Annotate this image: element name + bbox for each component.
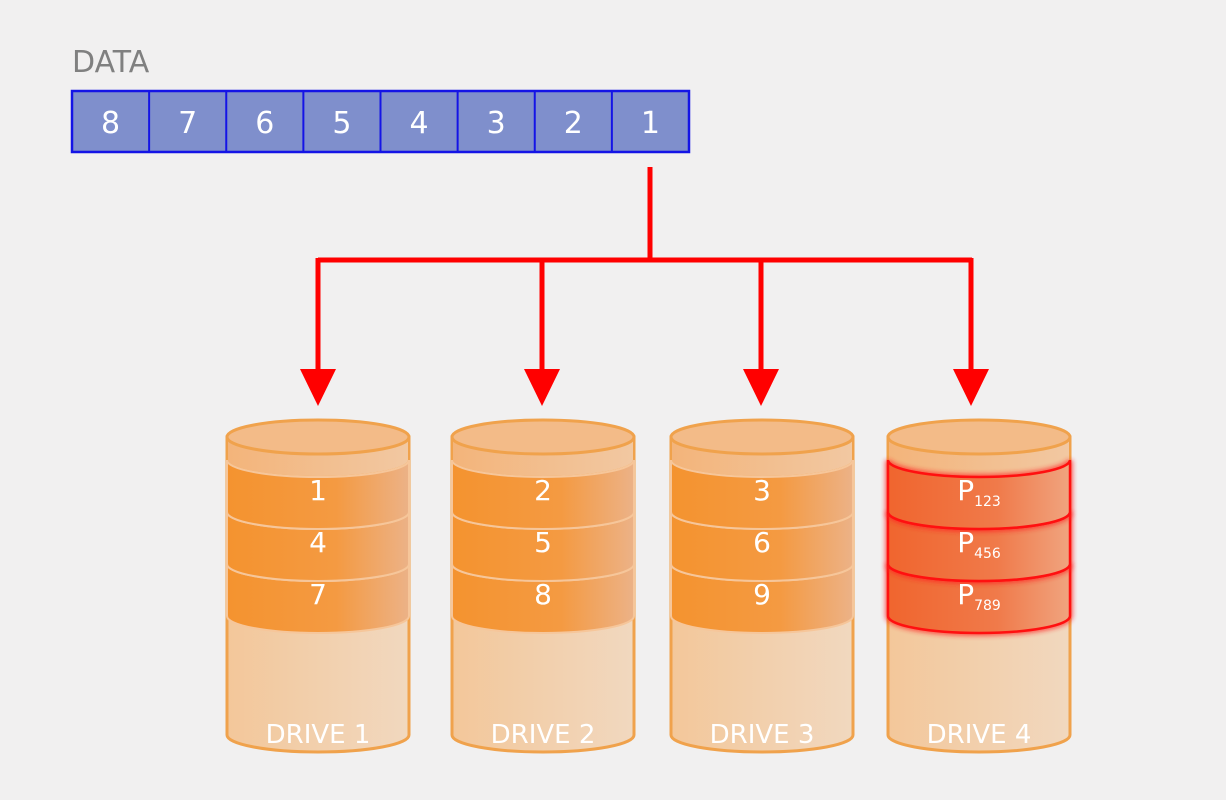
parity-subscript: 789 [974,598,1001,614]
drive-label: DRIVE 4 [927,720,1032,750]
block-value: P [957,578,974,611]
data-cell: 2 [564,106,583,141]
data-cell: 5 [332,106,351,141]
data-block [670,459,854,530]
drive-top [669,418,855,456]
parity-subscript: 456 [974,546,1001,562]
drive-top [886,418,1072,456]
parity-block [886,459,1072,531]
data-cell: 8 [101,106,120,141]
block-value: 6 [753,526,771,559]
block-label: 7 [309,578,327,611]
data-cell: 7 [178,106,197,141]
drive-label: DRIVE 1 [266,720,371,750]
data-block [451,459,635,530]
block-value: 7 [309,578,327,611]
parity-subscript: 123 [974,494,1001,510]
block-value: 2 [534,474,552,507]
arrow-head-4 [953,369,989,406]
block-value: 8 [534,578,552,611]
drive-top [450,418,636,456]
block-label: 5 [534,526,552,559]
block-value: P [957,474,974,507]
block-value: 3 [753,474,771,507]
drive-label: DRIVE 2 [491,720,596,750]
arrow-head-1 [300,369,336,406]
data-cell: 6 [255,106,274,141]
block-label: 9 [753,578,771,611]
block-value: 9 [753,578,771,611]
drive-label: DRIVE 3 [710,720,815,750]
arrow-head-3 [743,369,779,406]
drive-top [225,418,411,456]
block-label: 4 [309,526,327,559]
block-value: 4 [309,526,327,559]
block-value: 5 [534,526,552,559]
parity-label: P456 [957,526,1001,562]
block-value: 1 [309,474,327,507]
parity-label: P123 [957,474,1001,510]
distribution-arrows [300,167,989,406]
data-cell: 3 [487,106,506,141]
block-value: P [957,526,974,559]
parity-label: P789 [957,578,1001,614]
block-label: 2 [534,474,552,507]
data-title: DATA [72,45,150,80]
data-cell: 1 [641,106,660,141]
data-block [226,459,410,530]
block-label: 1 [309,474,327,507]
block-label: 3 [753,474,771,507]
data-strip: 8 7 6 5 4 3 2 1 [70,89,691,154]
data-cell: 4 [410,106,429,141]
block-label: 8 [534,578,552,611]
data-cells: 8 7 6 5 4 3 2 1 [101,91,660,152]
arrow-head-2 [524,369,560,406]
block-label: 6 [753,526,771,559]
